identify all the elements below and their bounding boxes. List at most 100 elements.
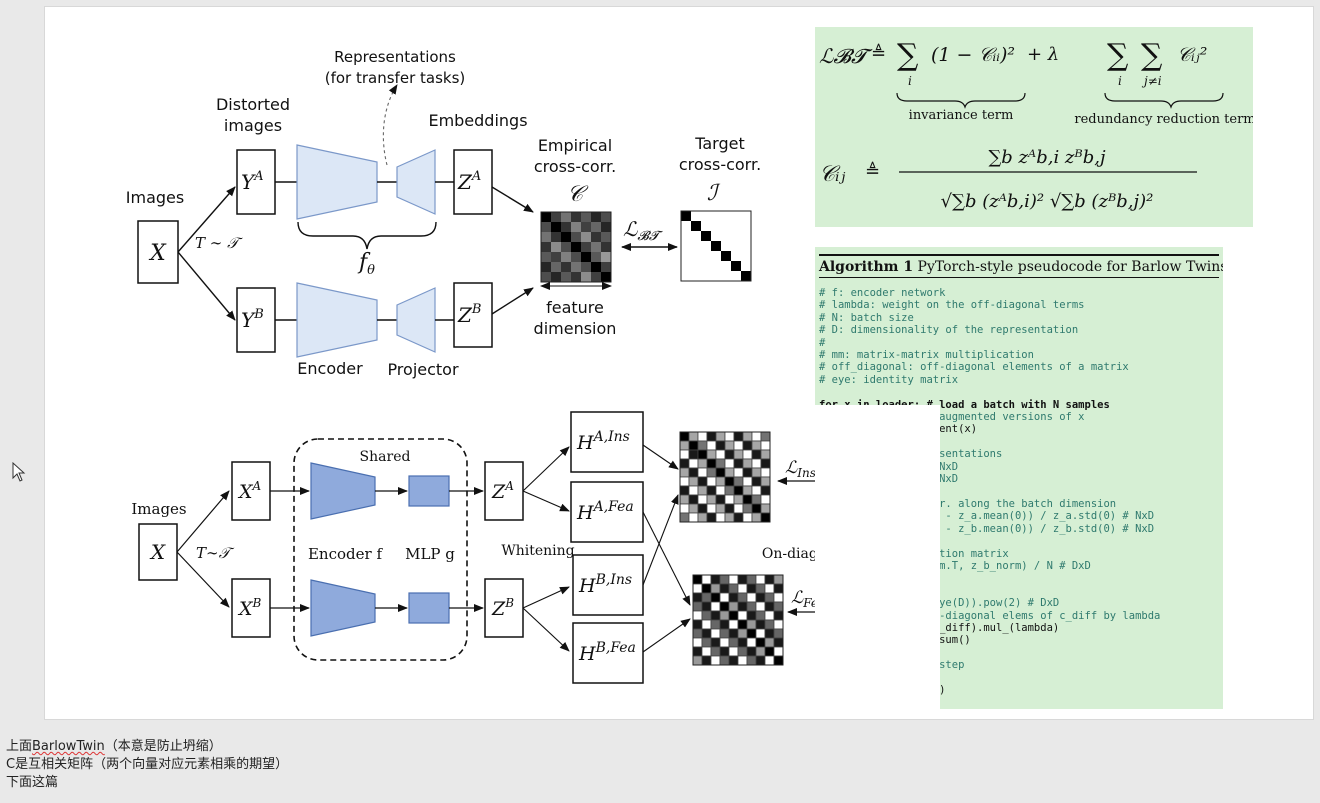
matrix-cell: [697, 440, 708, 451]
encoder-label: Encoder: [297, 359, 363, 378]
matrix-cell: [773, 655, 784, 666]
bottom-images-label: Images: [131, 500, 186, 518]
matrix-cell: [742, 431, 753, 442]
matrix-cell: [701, 601, 712, 612]
matrix-cell: [697, 449, 708, 460]
matrix-cell: [760, 476, 771, 487]
code-line: # f: encoder network: [819, 287, 946, 299]
matrix-cell: [733, 440, 744, 451]
matrix-cell: [764, 574, 775, 585]
matrix-cell: [751, 494, 762, 505]
matrix-cell: [697, 503, 708, 514]
matrix-cell: [571, 212, 581, 222]
matrix-cell: [773, 601, 784, 612]
matrix-cell: [755, 655, 766, 666]
notes-area[interactable]: 上面BarlowTwin（本意是防止坍缩） C是互相关矩阵（两个向量对应元素相乘…: [6, 738, 1306, 792]
matrix-cell: [697, 431, 708, 442]
matrix-cell: [724, 449, 735, 460]
matrix-cell: [773, 592, 784, 603]
invariance-expression: (1 − 𝒞ᵢᵢ)²: [931, 44, 1015, 66]
h-b-ins-symbol: HB,Ins: [578, 572, 632, 597]
matrix-cell: [711, 231, 721, 241]
matrix-cell: [731, 211, 741, 221]
algorithm-title-rest: PyTorch-style pseudocode for Barlow Twin…: [913, 259, 1223, 275]
matrix-cell: [741, 221, 751, 231]
matrix-cell: [751, 449, 762, 460]
matrix-cell: [691, 231, 701, 241]
loss-fea-label: ℒFea: [791, 588, 815, 610]
formula-svg: ℒ𝓑𝓣 ≜ ∑ i (1 − 𝒞ᵢᵢ)² + λ ∑ i ∑ j≠i 𝒞ᵢⱼ² …: [819, 38, 1256, 212]
matrix-cell: [688, 494, 699, 505]
matrix-cell: [541, 262, 551, 272]
za-box: [453, 149, 493, 215]
matrix-cell: [692, 619, 703, 630]
feature-cross-corr-matrix: [692, 574, 784, 666]
matrix-cell: [719, 583, 730, 594]
matrix-cell: [764, 619, 775, 630]
za-symbol: ZA: [457, 169, 481, 194]
encoder-top: [296, 144, 378, 220]
matrix-cell: [721, 241, 731, 251]
bottom-za-symbol: ZA: [491, 479, 514, 503]
matrix-cell: [724, 476, 735, 487]
matrix-cell: [688, 467, 699, 478]
matrix-cell: [728, 610, 739, 621]
matrix-cell: [728, 646, 739, 657]
arrow-x-to-ya: [177, 186, 236, 253]
matrix-cell: [724, 458, 735, 469]
matrix-cell: [715, 458, 726, 469]
matrix-cell: [681, 261, 691, 271]
matrix-cell: [711, 261, 721, 271]
note-line-1-prefix: 上面: [6, 739, 33, 754]
matrix-cell: [724, 467, 735, 478]
matrix-cell: [688, 449, 699, 460]
matrix-cell: [601, 232, 611, 242]
matrix-border: [679, 431, 771, 523]
matrix-cell: [742, 503, 753, 514]
xb-symbol: XB: [237, 596, 262, 620]
matrix-cell: [760, 503, 771, 514]
bottom-encoder-bottom: [310, 579, 376, 637]
h-a-ins-box: [570, 411, 644, 473]
arrow-x-to-yb: [177, 251, 236, 321]
matrix-cell: [571, 272, 581, 282]
matrix-cell: [710, 583, 721, 594]
matrix-cell: [541, 242, 551, 252]
matrix-cell: [742, 467, 753, 478]
h-b-fea-symbol: HB,Fea: [578, 640, 636, 665]
matrix-cell: [760, 449, 771, 460]
matrix-cell: [692, 601, 703, 612]
matrix-cell: [742, 494, 753, 505]
matrix-cell: [691, 241, 701, 251]
matrix-cell: [561, 262, 571, 272]
diagram-canvas: Images X T ∼ 𝒯 Distorted images YA YB Re…: [126, 48, 815, 684]
sum-i-1-index: i: [908, 74, 912, 88]
matrix-cell: [731, 241, 741, 251]
code-line: # lambda: weight on the off-diagonal ter…: [819, 299, 1085, 312]
matrix-cell: [746, 619, 757, 630]
matrix-cell: [551, 212, 561, 222]
algorithm-rule: [819, 277, 1219, 278]
matrix-cell: [737, 574, 748, 585]
matrix-cell: [760, 512, 771, 523]
matrix-cell: [679, 494, 690, 505]
matrix-cell: [706, 440, 717, 451]
matrix-cell: [710, 619, 721, 630]
matrix-cell: [724, 431, 735, 442]
matrix-cell: [701, 646, 712, 657]
x-symbol: X: [148, 241, 167, 266]
matrix-cell: [731, 261, 741, 271]
matrix-cell: [715, 440, 726, 451]
matrix-cell: [742, 485, 753, 496]
arrow-za-to-c: [491, 186, 534, 213]
matrix-cell: [760, 440, 771, 451]
matrix-cell: [591, 222, 601, 232]
matrix-cell: [741, 261, 751, 271]
matrix-cell: [764, 646, 775, 657]
matrix-cell: [688, 503, 699, 514]
matrix-cell: [679, 449, 690, 460]
matrix-border: [692, 574, 784, 666]
representations-label-1: Representations: [334, 48, 456, 66]
matrix-cell: [692, 592, 703, 603]
matrix-cell: [751, 467, 762, 478]
